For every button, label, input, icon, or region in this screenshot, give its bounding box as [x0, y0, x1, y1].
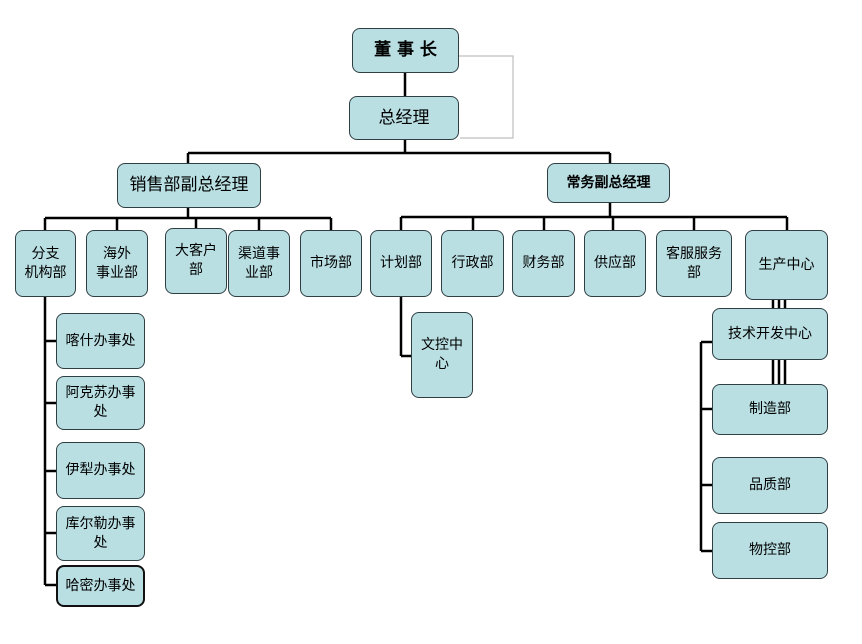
executive-vp-node: 常务副总经理: [547, 163, 670, 203]
doc-control-center-node: 文控中心: [411, 312, 473, 398]
office-aksu-node: 阿克苏办事处: [56, 376, 145, 430]
dept-branch-node: 分支 机构部: [15, 230, 76, 297]
dept-supply-node: 供应部: [584, 230, 646, 297]
sales-vp-node: 销售部副总经理: [117, 163, 261, 208]
dept-marketing-node: 市场部: [300, 230, 362, 297]
office-hami-node: 哈密办事处: [56, 565, 145, 607]
quality-node: 品质部: [712, 457, 828, 514]
dept-customer-service-node: 客服服务部: [656, 230, 732, 297]
dept-overseas-node: 海外 事业部: [86, 230, 148, 297]
office-yili-node: 伊犁办事处: [56, 442, 145, 499]
material-control-node: 物控部: [712, 522, 828, 579]
office-korla-node: 库尔勒办事处: [56, 506, 145, 561]
office-kashgar-node: 喀什办事处: [56, 313, 145, 369]
dept-channel-node: 渠道事 业部: [228, 230, 290, 297]
production-center-node: 生产中心: [745, 230, 828, 300]
dept-key-accounts-node: 大客户 部: [165, 228, 227, 294]
manufacturing-node: 制造部: [712, 384, 828, 435]
dept-finance-node: 财务部: [512, 230, 575, 297]
tech-dev-center-node: 技术开发中心: [712, 308, 828, 360]
dept-planning-node: 计划部: [370, 230, 432, 297]
general-manager-node: 总经理: [349, 96, 459, 140]
chairman-node: 董 事 长: [352, 28, 459, 73]
dept-admin-node: 行政部: [441, 230, 504, 297]
